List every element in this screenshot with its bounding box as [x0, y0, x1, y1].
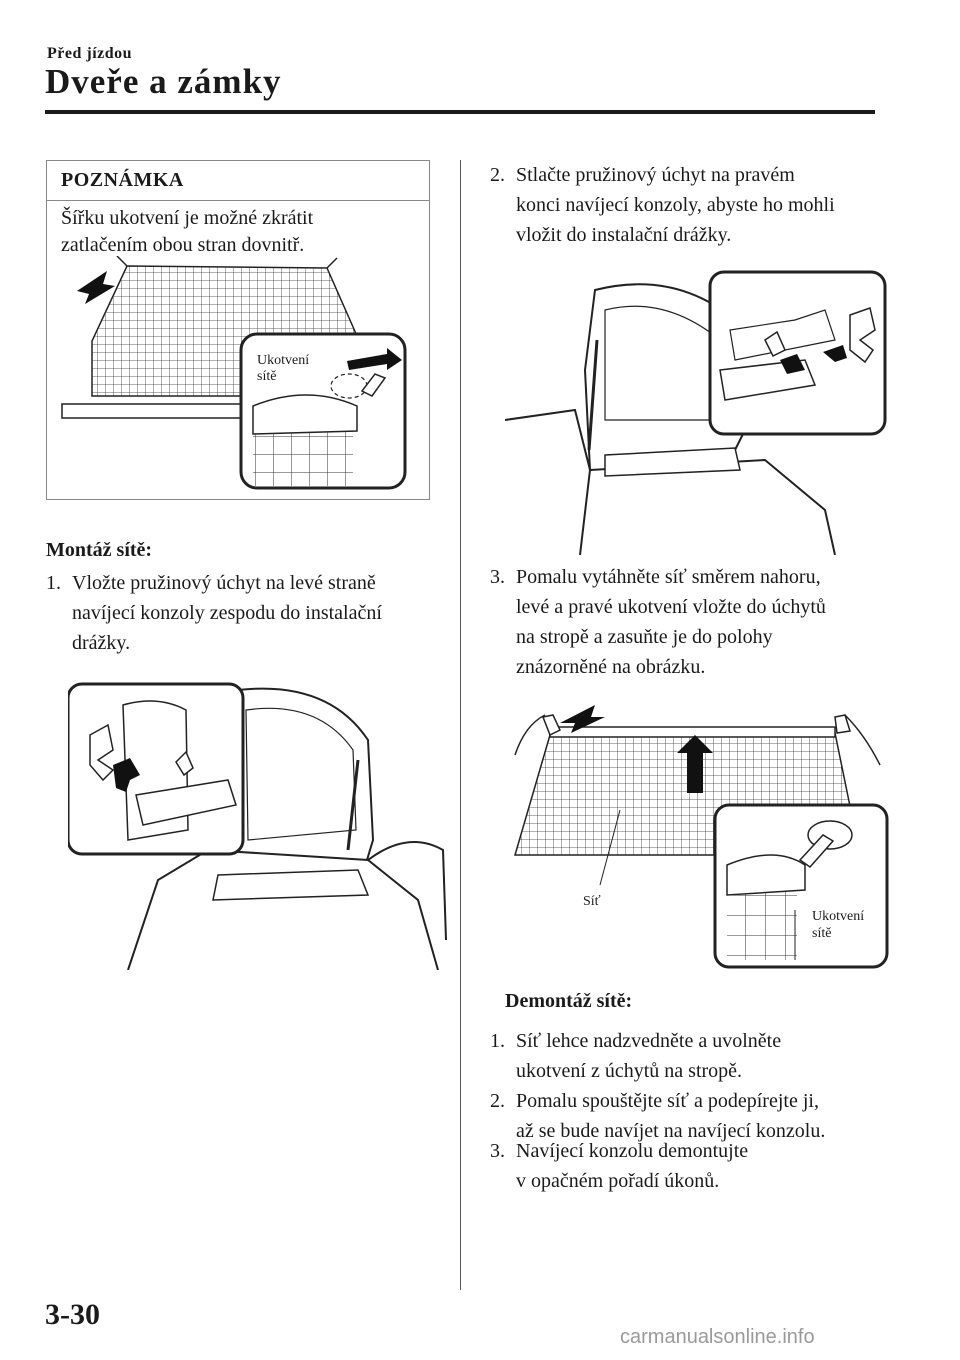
step-line: Pomalu spouštějte síť a podepírejte ji, — [516, 1090, 819, 1112]
page-number: 3-30 — [45, 1298, 100, 1331]
note-line: Šířku ukotvení je možné zkrátit — [61, 207, 314, 229]
anchor-label: Ukotvení — [257, 353, 309, 368]
anchor-label: Ukotvení — [812, 909, 864, 924]
step-number: 2. — [490, 1090, 505, 1112]
step-line: drážky. — [72, 632, 131, 654]
step-line: v opačném pořadí úkonů. — [516, 1170, 720, 1192]
step-number: 3. — [490, 566, 505, 588]
page-title: Dveře a zámky — [45, 62, 282, 101]
install-step-3: 3. Pomalu vytáhněte síť směrem nahoru, l… — [490, 562, 910, 682]
section-label: Před jízdou — [47, 45, 133, 62]
note-title: POZNÁMKA — [47, 161, 429, 201]
step-number: 3. — [490, 1140, 505, 1162]
step-number: 2. — [490, 164, 505, 186]
watermark[interactable]: carmanualsonline.info — [620, 1326, 815, 1348]
step-line: ukotvení z úchytů na stropě. — [516, 1060, 743, 1082]
install-step-1: 1. Vložte pružinový úchyt na levé straně… — [46, 568, 446, 658]
step-line: vložit do instalační drážky. — [516, 224, 732, 246]
step-line: Síť lehce nadzvedněte a uvolněte — [516, 1030, 782, 1052]
anchor-label: sítě — [257, 369, 276, 384]
net-anchor-illustration: Ukotvení sítě — [61, 256, 407, 490]
removal-step-1: 1. Síť lehce nadzvedněte a uvolněte ukot… — [490, 1026, 910, 1086]
step-line: až se bude navíjet na navíjecí konzolu. — [516, 1120, 826, 1142]
note-text: Šířku ukotvení je možné zkrátit zatlačen… — [47, 201, 429, 259]
step-line: Navíjecí konzolu demontujte — [516, 1140, 749, 1162]
net-raised-illustration: Síť Ukotvení sítě — [514, 705, 889, 969]
removal-step-3: 3. Navíjecí konzolu demontujte v opačném… — [490, 1136, 910, 1196]
install-heading: Montáž sítě: — [46, 539, 153, 561]
right-hook-install-illustration — [505, 270, 887, 555]
note-line: zatlačením obou stran dovnitř. — [61, 234, 305, 256]
net-label: Síť — [583, 894, 601, 909]
step-number: 1. — [490, 1030, 505, 1052]
step-line: konci navíjecí konzoly, abyste ho mohli — [516, 194, 835, 216]
step-line: Vložte pružinový úchyt na levé straně — [72, 572, 376, 594]
install-step-2: 2. Stlačte pružinový úchyt na pravém kon… — [490, 160, 910, 250]
column-divider — [460, 160, 461, 1290]
removal-heading: Demontáž sítě: — [505, 990, 633, 1012]
step-line: Pomalu vytáhněte síť směrem nahoru, — [516, 566, 821, 588]
header-rule — [45, 110, 875, 114]
anchor-label: sítě — [812, 926, 831, 941]
step-line: znázorněné na obrázku. — [516, 656, 706, 678]
left-hook-install-illustration — [68, 682, 447, 970]
step-line: levé a pravé ukotvení vložte do úchytů — [516, 596, 826, 618]
step-line: na stropě a zasuňte je do polohy — [516, 626, 773, 648]
note-box: POZNÁMKA Šířku ukotvení je možné zkrátit… — [46, 160, 430, 500]
removal-step-2: 2. Pomalu spouštějte síť a podepírejte j… — [490, 1086, 910, 1146]
step-number: 1. — [46, 572, 61, 594]
step-line: Stlačte pružinový úchyt na pravém — [516, 164, 795, 186]
step-line: navíjecí konzoly zespodu do instalační — [72, 602, 382, 624]
